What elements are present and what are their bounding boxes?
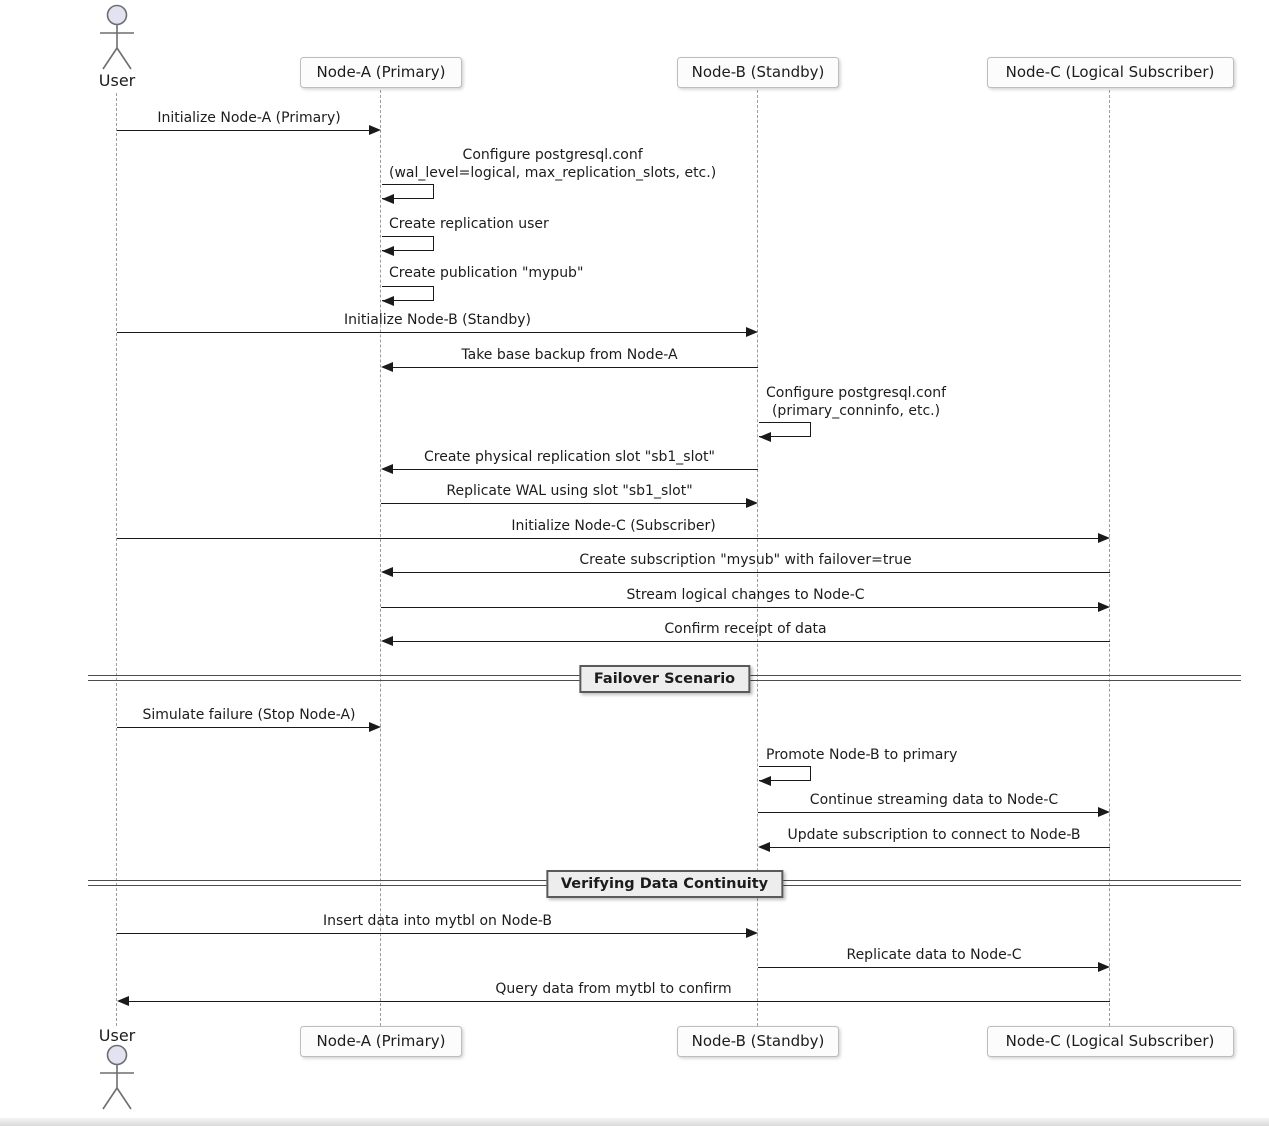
arrowhead-icon [746, 497, 758, 508]
arrowhead-icon [1098, 961, 1110, 972]
message-line [117, 130, 370, 131]
self-message-label: Configure postgresql.conf (wal_level=logi… [389, 146, 716, 182]
self-message-line: Configure postgresql.conf [462, 147, 643, 163]
lifeline-user [116, 93, 117, 1026]
self-message-loop [759, 766, 811, 781]
participant-box-nodeB-top: Node-B (Standby) [677, 57, 839, 88]
message-line [392, 367, 758, 368]
arrowhead-icon [381, 361, 393, 372]
participant-box-nodeC-bottom: Node-C (Logical Subscriber) [986, 1026, 1234, 1057]
message-label: Take base backup from Node-A [461, 347, 678, 363]
message-label: Initialize Node-C (Subscriber) [511, 518, 716, 534]
self-message-line: Create publication "mypub" [389, 265, 584, 281]
self-message-label: Configure postgresql.conf (primary_connin… [766, 384, 946, 420]
message-line [769, 847, 1110, 848]
message-line [392, 572, 1110, 573]
message-line [381, 607, 1099, 608]
message-line [117, 538, 1099, 539]
message-label: Initialize Node-A (Primary) [157, 110, 341, 126]
arrowhead-icon [382, 193, 394, 204]
self-message-line: Configure postgresql.conf [766, 385, 947, 401]
arrowhead-icon [381, 463, 393, 474]
arrowhead-icon [382, 295, 394, 306]
message-line [128, 1001, 1110, 1002]
self-message-line: (primary_conninfo, etc.) [771, 403, 941, 419]
self-message-label: Create replication user [389, 215, 549, 233]
self-message-loop [759, 422, 811, 437]
message-label: Simulate failure (Stop Node-A) [142, 707, 356, 723]
arrowhead-icon [746, 927, 758, 938]
user-actor-icon-top [96, 4, 138, 74]
message-line [381, 503, 747, 504]
arrowhead-icon [382, 245, 394, 256]
self-message-label: Promote Node-B to primary [766, 746, 957, 764]
message-label: Create subscription "mysub" with failove… [579, 552, 912, 568]
arrowhead-icon [117, 995, 129, 1006]
message-label: Stream logical changes to Node-C [626, 587, 865, 603]
bottom-edge-strip [0, 1118, 1269, 1126]
participant-box-nodeA-bottom: Node-A (Primary) [300, 1026, 462, 1057]
self-message-label: Create publication "mypub" [389, 264, 583, 282]
message-label: Replicate data to Node-C [846, 947, 1022, 963]
arrowhead-icon [758, 841, 770, 852]
message-line [392, 469, 758, 470]
arrowhead-icon [369, 124, 381, 135]
message-line [117, 332, 747, 333]
message-line [392, 641, 1110, 642]
arrowhead-icon [1098, 532, 1110, 543]
participant-label-user-bottom: User [98, 1026, 136, 1045]
self-message-loop [382, 286, 434, 301]
message-label: Create physical replication slot "sb1_sl… [424, 449, 715, 465]
message-label: Query data from mytbl to confirm [495, 981, 732, 997]
self-message-line: (wal_level=logical, max_replication_slot… [389, 165, 717, 181]
self-message-line: Create replication user [389, 216, 549, 232]
lifeline-nodeC [1109, 90, 1110, 1026]
participant-box-nodeC-top: Node-C (Logical Subscriber) [986, 57, 1234, 88]
message-label: Continue streaming data to Node-C [809, 792, 1059, 808]
message-label: Insert data into mytbl on Node-B [322, 913, 553, 929]
lifeline-nodeA [380, 90, 381, 1026]
arrowhead-icon [1098, 601, 1110, 612]
participant-box-nodeA-top: Node-A (Primary) [300, 57, 462, 88]
arrowhead-icon [1098, 806, 1110, 817]
message-line [758, 812, 1099, 813]
message-label: Replicate WAL using slot "sb1_slot" [446, 483, 693, 499]
message-label: Confirm receipt of data [664, 621, 827, 637]
participant-box-nodeB-bottom: Node-B (Standby) [677, 1026, 839, 1057]
participant-label-user-top: User [98, 71, 136, 90]
message-line [758, 967, 1099, 968]
self-message-loop [382, 184, 434, 199]
user-actor-icon-bottom [96, 1044, 138, 1114]
arrowhead-icon [759, 775, 771, 786]
arrowhead-icon [381, 566, 393, 577]
message-line [117, 727, 370, 728]
divider-label: Failover Scenario [578, 665, 751, 693]
lifeline-nodeB [757, 90, 758, 1026]
self-message-loop [382, 236, 434, 251]
message-label: Update subscription to connect to Node-B [787, 827, 1081, 843]
message-label: Initialize Node-B (Standby) [344, 312, 531, 328]
arrowhead-icon [381, 635, 393, 646]
self-message-line: Promote Node-B to primary [766, 747, 958, 763]
arrowhead-icon [759, 431, 771, 442]
arrowhead-icon [746, 326, 758, 337]
message-line [117, 933, 747, 934]
arrowhead-icon [369, 721, 381, 732]
divider-label: Verifying Data Continuity [545, 870, 784, 898]
